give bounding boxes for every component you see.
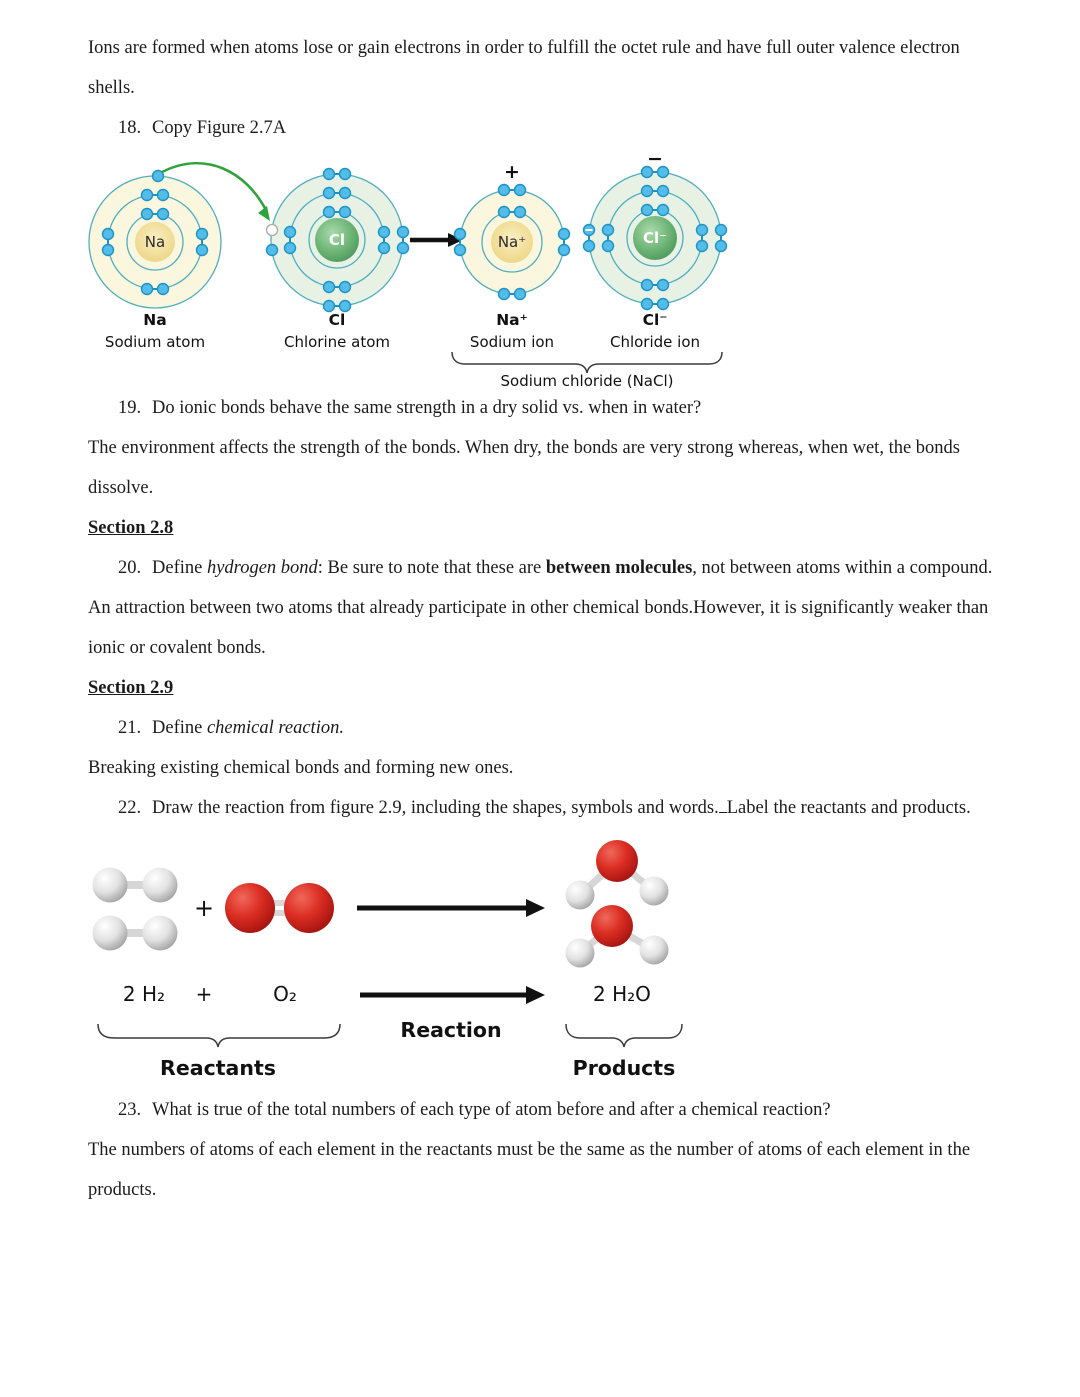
- water-molecule-1: [565, 840, 669, 910]
- reaction-arrow-top-icon: [357, 899, 545, 917]
- answer-23: The numbers of atoms of each element in …: [88, 1140, 971, 1200]
- electron-transfer-arrow-icon: [161, 162, 270, 221]
- question-18: 18. Copy Figure 2.7A: [118, 108, 996, 148]
- answer-21: Breaking existing chemical bonds and for…: [88, 758, 514, 778]
- chloride-ion-symbol: Cl⁻: [643, 311, 668, 329]
- reactants-brace: [97, 1023, 341, 1048]
- reaction-label: Reaction: [400, 1018, 501, 1042]
- chloride-ion: − Cl⁻: [582, 148, 728, 311]
- sodium-nucleus-label: Na: [145, 233, 165, 251]
- question-20-part1: Define: [152, 558, 207, 578]
- question-20-bold-phrase: between molecules: [545, 558, 693, 578]
- figure-2-9: +: [88, 828, 996, 1090]
- sodium-atom: Na: [88, 169, 222, 309]
- chlorine-atom-symbol: Cl: [329, 311, 346, 329]
- chlorine-atom: Cl: [265, 167, 410, 313]
- chloride-ion-nucleus: [633, 216, 677, 260]
- water-molecule-2: [565, 905, 669, 968]
- question-22-number: 22.: [118, 798, 142, 818]
- answer-19: The environment affects the strength of …: [88, 438, 961, 498]
- question-23-text: What is true of the total numbers of eac…: [152, 1100, 831, 1120]
- answer-20: An attraction between two atoms that alr…: [88, 598, 989, 658]
- empty-electron-slot: [265, 223, 279, 237]
- sodium-nucleus: [135, 222, 175, 262]
- question-20-part2: : Be sure to note that these are: [317, 558, 546, 578]
- question-20-italic-term: hydrogen bond: [206, 558, 318, 578]
- oxygen-molecule: [225, 883, 334, 933]
- question-22-part2: Label the reactants and products.: [726, 798, 971, 818]
- worksheet-page: Ions are formed when atoms lose or gain …: [88, 38, 996, 1200]
- minus-charge-sign: −: [647, 148, 663, 170]
- hydrogen-molecule-1: [92, 867, 178, 903]
- sodium-ion-nucleus-label: Na⁺: [498, 233, 526, 251]
- reactants-label: Reactants: [160, 1056, 276, 1080]
- question-22-part1: Draw the reaction from figure 2.9, inclu…: [152, 798, 719, 818]
- question-19: 19. Do ionic bonds behave the same stren…: [118, 388, 996, 428]
- reactant-formula-h2: 2 H₂: [123, 982, 165, 1006]
- sodium-ion-caption: Sodium ion: [470, 333, 554, 351]
- question-18-text: Copy Figure 2.7A: [152, 118, 287, 138]
- question-20-text: Define hydrogen bond: Be sure to note th…: [152, 548, 996, 588]
- underline-mark: [718, 796, 727, 813]
- chloride-ion-caption: Chloride ion: [610, 333, 700, 351]
- hydrogen-molecule-2: [92, 915, 178, 951]
- question-23-number: 23.: [118, 1100, 142, 1120]
- chlorine-nucleus-label: Cl: [329, 231, 345, 249]
- figure-2-7a: Na Cl: [88, 148, 996, 390]
- sodium-ion-symbol: Na⁺: [496, 311, 528, 329]
- question-21-text: Define chemical reaction.: [152, 708, 996, 748]
- question-21-number: 21.: [118, 718, 142, 738]
- question-20-number: 20.: [118, 558, 142, 578]
- question-22: 22. Draw the reaction from figure 2.9, i…: [118, 788, 996, 828]
- section-2-9-heading: Section 2.9: [88, 678, 174, 698]
- question-21-part1: Define: [152, 718, 207, 738]
- question-21: 21. Define chemical reaction.: [118, 708, 996, 748]
- question-19-text: Do ionic bonds behave the same strength …: [152, 398, 702, 418]
- sodium-ion-nucleus: [491, 221, 533, 263]
- products-brace: [565, 1023, 683, 1048]
- section-2-8-heading: Section 2.8: [88, 518, 174, 538]
- reaction-arrow-bottom-icon: [360, 986, 545, 1004]
- reactant-formula-o2: O₂: [273, 982, 297, 1006]
- reaction-diagram: +: [92, 840, 683, 1080]
- products-label: Products: [573, 1056, 676, 1080]
- product-formula-h2o: 2 H₂O: [593, 982, 651, 1006]
- chlorine-atom-caption: Chlorine atom: [284, 333, 390, 351]
- nacl-bracket-label: Sodium chloride (NaCl): [501, 372, 674, 390]
- sodium-ion: + Na⁺: [453, 161, 571, 301]
- sodium-atom-symbol: Na: [143, 311, 166, 329]
- ionic-bond-diagram: Na Cl: [88, 148, 728, 390]
- plus-charge-sign: +: [504, 161, 520, 183]
- sodium-atom-caption: Sodium atom: [105, 333, 205, 351]
- chloride-ion-nucleus-label: Cl⁻: [643, 229, 667, 247]
- question-23: 23. What is true of the total numbers of…: [118, 1090, 996, 1130]
- intro-paragraph: Ions are formed when atoms lose or gain …: [88, 38, 960, 98]
- question-20: 20. Define hydrogen bond: Be sure to not…: [118, 548, 996, 588]
- question-18-number: 18.: [118, 118, 142, 138]
- plus-sign-molecules: +: [194, 894, 214, 922]
- question-21-italic-term: chemical reaction.: [206, 718, 344, 738]
- question-22-text: Draw the reaction from figure 2.9, inclu…: [152, 788, 996, 828]
- plus-sign-formula: +: [196, 982, 213, 1006]
- question-20-part3: , not between atoms within a compound.: [692, 558, 993, 578]
- nacl-brace: [451, 351, 723, 374]
- chlorine-nucleus: [315, 218, 359, 262]
- question-19-number: 19.: [118, 398, 142, 418]
- reaction-arrow-icon: [410, 233, 463, 247]
